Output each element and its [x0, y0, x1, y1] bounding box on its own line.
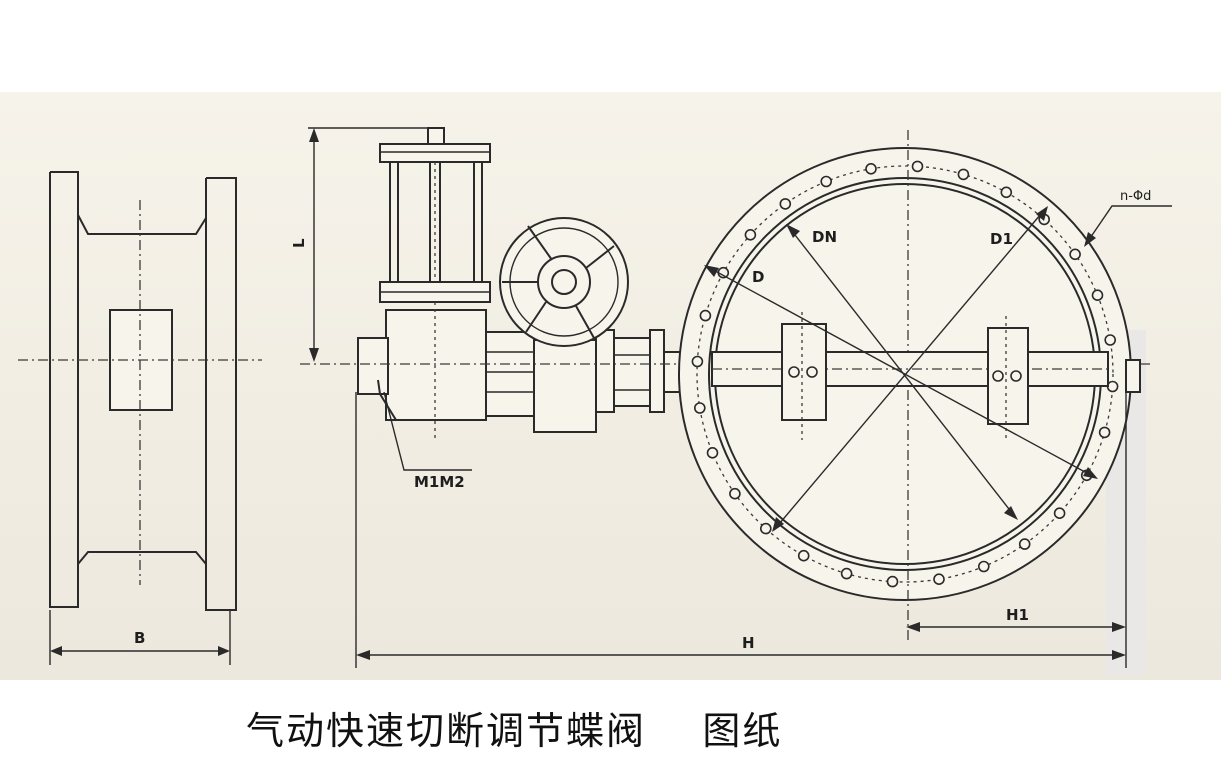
dim-h1-arrow-left — [906, 622, 920, 632]
bolt-holes — [691, 160, 1119, 588]
bolt-hole — [706, 446, 719, 459]
dn-label: DN — [812, 228, 837, 246]
bolt-hole — [1098, 426, 1111, 439]
gearbox-flange — [595, 329, 615, 413]
bracket-flange — [649, 329, 665, 413]
bolt-hole — [977, 560, 990, 573]
bolt-hole — [693, 402, 706, 414]
cylinder-top-plate — [379, 143, 491, 163]
flange-front-view: DN D D1 n-Φd — [678, 130, 1172, 640]
bolt-hole — [840, 567, 853, 580]
gearbox-housing — [533, 339, 597, 433]
handwheel-center — [551, 269, 577, 295]
m1m2-label: M1M2 — [414, 473, 465, 491]
bolt-hole — [691, 355, 704, 368]
actuator-housing — [385, 309, 487, 421]
dn-arrow-bottom — [1004, 506, 1018, 520]
dim-l-arrow-top — [309, 128, 319, 142]
hub-right-pin-1 — [992, 370, 1004, 382]
hub-left-pin-1 — [788, 366, 800, 378]
side-view: B — [18, 171, 262, 665]
hub-right-pin-2 — [1010, 370, 1022, 382]
bolt-hole — [699, 309, 712, 322]
side-left-flange — [49, 171, 79, 608]
n-phi-d-label: n-Φd — [1120, 189, 1151, 204]
bolt-hole — [797, 549, 810, 562]
bolt-hole — [865, 163, 877, 175]
side-body-bottom — [77, 551, 207, 565]
bolt-hole — [1053, 507, 1066, 520]
d1-line — [773, 207, 1047, 531]
n-phi-d-arrow — [1084, 232, 1096, 247]
side-right-flange — [205, 177, 237, 611]
bolt-hole — [1018, 538, 1031, 550]
bolt-hole — [886, 575, 899, 588]
handwheel-spoke-1 — [527, 225, 553, 261]
bolt-hole — [1069, 248, 1081, 261]
dim-b-arrow-left — [50, 646, 62, 656]
d-arrow-right — [1083, 467, 1098, 479]
dim-h1-label: H1 — [1006, 606, 1029, 624]
d-arrow-left — [704, 265, 719, 277]
bolt-circle — [696, 165, 1114, 583]
dim-l-label: L — [290, 238, 308, 248]
drawing-caption: 气动快速切断调节蝶阀 图纸 — [246, 709, 783, 753]
dim-b-label: B — [134, 629, 145, 647]
bolt-hole — [759, 522, 772, 535]
bolt-hole — [933, 573, 945, 586]
bolt-hole — [744, 229, 757, 241]
coupling — [613, 337, 651, 407]
bolt-hole — [957, 168, 970, 181]
dim-b-arrow-right — [218, 646, 230, 656]
bolt-hole — [1104, 334, 1116, 346]
bolt-hole — [779, 198, 792, 210]
n-phi-d-leader — [1085, 205, 1172, 245]
d1-label: D1 — [990, 230, 1013, 248]
dim-h-label: H — [742, 634, 755, 652]
dim-l-arrow-bottom — [309, 348, 319, 362]
actuator-end-cap — [357, 337, 389, 395]
gear-body-left — [485, 331, 535, 417]
bolt-hole — [911, 160, 924, 173]
cylinder-top-stub — [427, 127, 445, 145]
bolt-hole — [1091, 289, 1104, 302]
shaft-end-stub — [1125, 359, 1141, 393]
overall-dimensions: H H1 — [355, 392, 1127, 668]
d-label: D — [752, 268, 764, 286]
dim-h1-arrow-right — [1112, 622, 1126, 632]
actuator-assembly: L — [290, 127, 685, 491]
bolt-hole — [1000, 186, 1013, 199]
actuator-end-cap-bevel — [377, 379, 397, 421]
bolt-hole — [820, 175, 833, 188]
bolt-hole — [1106, 380, 1119, 393]
handwheel-spoke-4 — [575, 305, 595, 339]
dn-arrow-top — [786, 224, 800, 238]
dim-h-arrow-right — [1112, 650, 1126, 660]
d1-arrow-bottom — [772, 517, 784, 532]
hub-left-pin-2 — [806, 366, 818, 378]
handwheel-spoke-2 — [585, 245, 615, 269]
m1m2-leader — [383, 391, 472, 471]
d1-arrow-top — [1036, 206, 1048, 221]
dim-h-arrow-left — [356, 650, 370, 660]
bolt-hole — [729, 487, 741, 500]
side-body-top — [77, 214, 207, 235]
d-line — [705, 265, 1097, 479]
handwheel-spoke-5 — [525, 301, 547, 333]
